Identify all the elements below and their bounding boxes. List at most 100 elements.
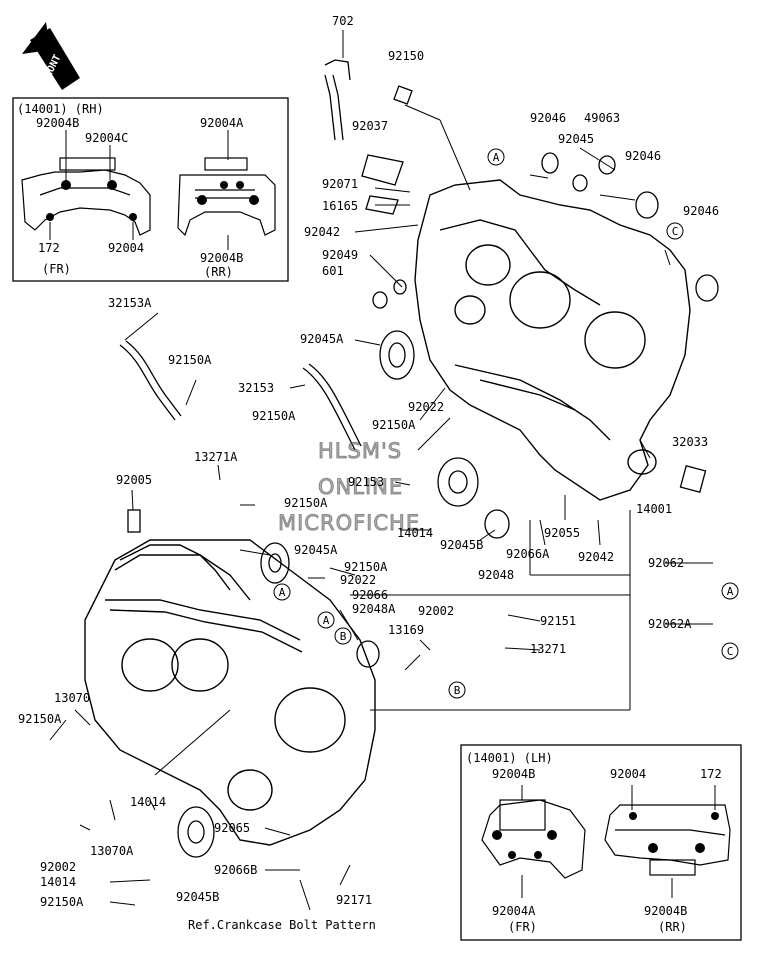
part-label: 92150A — [284, 496, 328, 510]
part-label: 92042 — [578, 550, 615, 564]
watermark-line1: HLSM'S — [317, 439, 403, 463]
inset-rh-frame — [12, 97, 289, 282]
part-label: 14014 — [130, 795, 167, 809]
right-crankcase-outline — [414, 179, 691, 501]
part-label: 92062A — [648, 617, 692, 631]
inset-rh-label: 92004C — [85, 131, 129, 145]
part-label: 92046 — [530, 111, 567, 125]
part-label: 92005 — [116, 473, 153, 487]
part-label: 92150A — [252, 409, 296, 423]
part-label: 92002 — [418, 604, 455, 618]
part-label: 92066 — [352, 588, 389, 602]
part-label: 92046 — [625, 149, 662, 163]
inset-rh-label: 92004 — [108, 241, 145, 255]
part-label: 13070A — [90, 844, 134, 858]
part-label: 92150 — [388, 49, 425, 63]
part-label: 92045B — [440, 538, 484, 552]
part-label: 92042 — [304, 225, 341, 239]
inset-lh-title: (14001) (LH) — [466, 751, 553, 765]
part-label: 92150A — [372, 418, 416, 432]
part-label: 13271A — [194, 450, 238, 464]
part-label: 92045A — [294, 543, 338, 557]
part-label: 601 — [322, 264, 344, 278]
inset-lh-label: 92004 — [610, 767, 647, 781]
part-label: 92048A — [352, 602, 396, 616]
part-label: 92045B — [176, 890, 220, 904]
part-label: 92002 — [40, 860, 77, 874]
part-label: 92151 — [540, 614, 577, 628]
inset-lh-label: 92004A — [492, 904, 536, 918]
part-label: 92071 — [322, 177, 359, 191]
part-label: 16165 — [322, 199, 359, 213]
inset-rh-leaders — [49, 130, 229, 250]
part-label: 92150A — [168, 353, 212, 367]
inset-lh-fr: (FR) — [508, 920, 537, 934]
watermark-line2: ONLINE — [317, 475, 404, 499]
part-label: 32153 — [238, 381, 275, 395]
part-label: 32033 — [672, 435, 709, 449]
callout-c-2: C — [727, 645, 734, 658]
inset-rh-bolts — [46, 180, 259, 221]
callout-letters: A C A A B B A C — [279, 151, 734, 697]
part-label: 92150A — [40, 895, 84, 909]
part-label: 32153A — [108, 296, 152, 310]
callout-a-1: A — [493, 151, 500, 164]
callout-a-2: A — [279, 586, 286, 599]
inset-rh-fr: (FR) — [42, 262, 71, 276]
inset-lh-label: 172 — [700, 767, 722, 781]
part-label: 92022 — [408, 400, 445, 414]
inset-rh-label: 92004B — [36, 116, 80, 130]
watermark-line3: MICROFICHE — [277, 511, 421, 535]
inset-lh-leaders — [521, 785, 716, 898]
inset-rh-rr: (RR) — [204, 265, 233, 279]
leader-lines — [49, 30, 713, 911]
part-label: 13271 — [530, 642, 567, 656]
front-arrow-icon — [22, 22, 80, 90]
part-label: 92150A — [344, 560, 388, 574]
part-label: 92171 — [336, 893, 373, 907]
part-label: 702 — [332, 14, 354, 28]
part-label: 92048 — [478, 568, 515, 582]
left-crankcase-outline — [84, 539, 376, 846]
part-label: 92066A — [506, 547, 550, 561]
part-label: 92066B — [214, 863, 258, 877]
inset-lh-label: 92004B — [644, 904, 688, 918]
inset-lh-label: 92004B — [492, 767, 536, 781]
inset-rh-label: 92004B — [200, 251, 244, 265]
callout-a-3: A — [323, 614, 330, 627]
inset-rh-label: 172 — [38, 241, 60, 255]
inset-lh-rr: (RR) — [658, 920, 687, 934]
callout-c-1: C — [672, 225, 679, 238]
callout-b-1: B — [340, 630, 347, 643]
part-label: 92022 — [340, 573, 377, 587]
part-label: 14001 — [636, 502, 673, 516]
part-label: 92045A — [300, 332, 344, 346]
inset-rh-title: (14001) (RH) — [17, 102, 104, 116]
inset-lh-frame — [460, 744, 742, 941]
callout-circles — [273, 148, 739, 699]
part-label: 14014 — [397, 526, 434, 540]
part-label: 92037 — [352, 119, 389, 133]
callout-b-2: B — [454, 684, 461, 697]
part-label: 92046 — [683, 204, 720, 218]
part-label: 92065 — [214, 821, 251, 835]
bearings — [177, 152, 719, 858]
part-label: 13070 — [54, 691, 91, 705]
part-label: 92153 — [348, 475, 385, 489]
oil-pipes — [119, 59, 707, 533]
footer-note: Ref.Crankcase Bolt Pattern — [188, 918, 376, 932]
inset-lh-bolts — [492, 812, 719, 859]
part-label: 92049 — [322, 248, 359, 262]
callout-a-4: A — [727, 585, 734, 598]
part-label: 92045 — [558, 132, 595, 146]
part-label: 49063 — [584, 111, 621, 125]
part-label: 13169 — [388, 623, 425, 637]
part-label: 92055 — [544, 526, 581, 540]
inset-rh-sketch — [21, 157, 276, 237]
part-label: 92150A — [18, 712, 62, 726]
part-label: 14014 — [40, 875, 77, 889]
inset-lh-sketch — [481, 799, 731, 879]
inset-rh-label: 92004A — [200, 116, 244, 130]
